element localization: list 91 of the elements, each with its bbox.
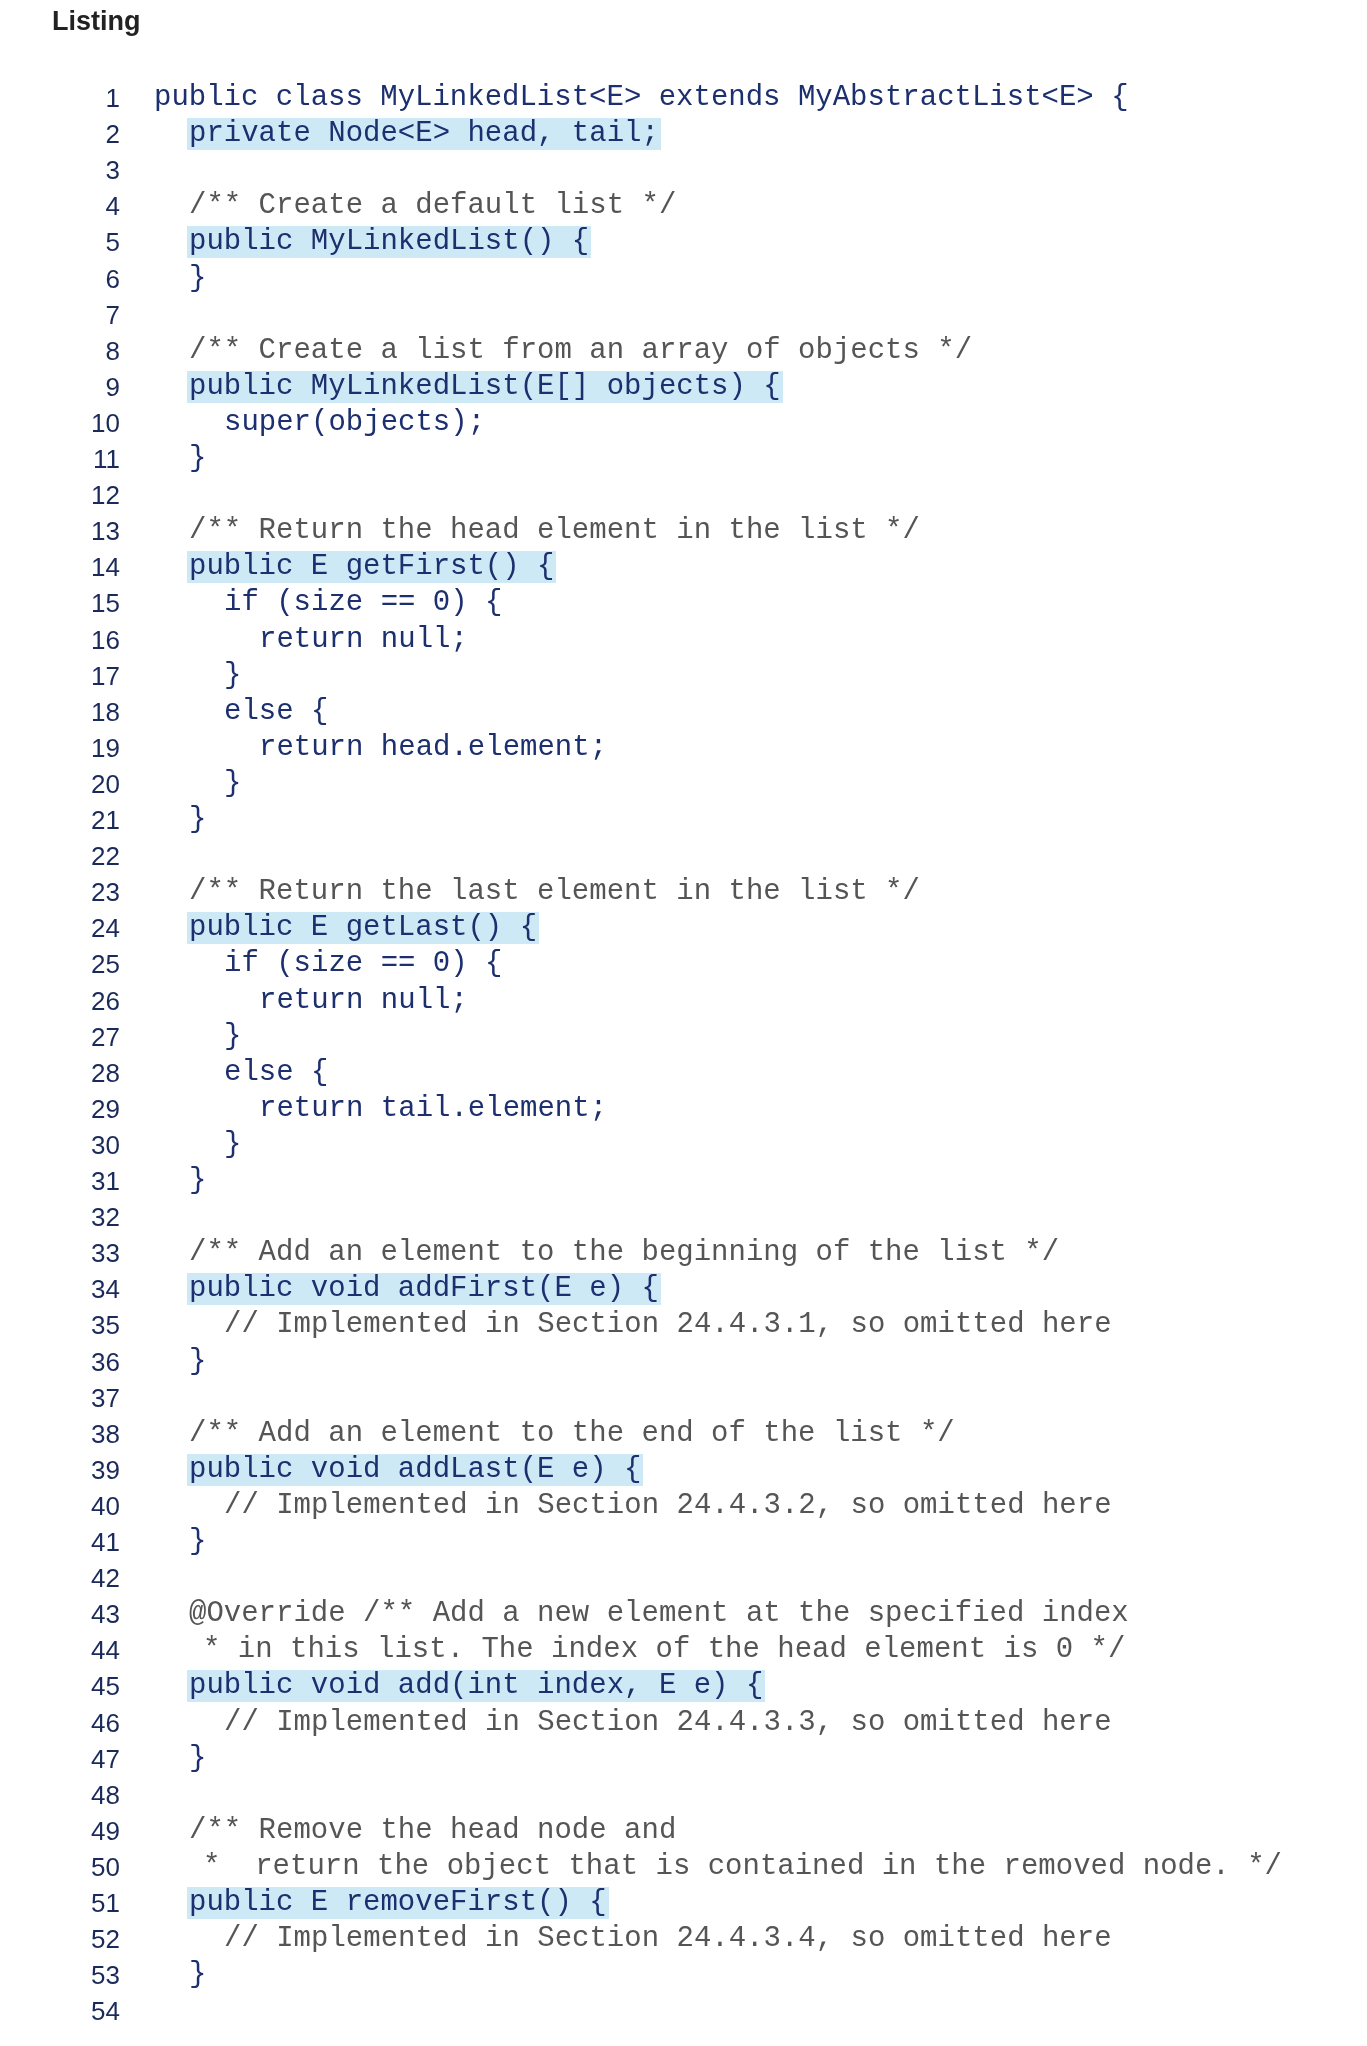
- line-number: 24: [90, 912, 120, 945]
- code-comment: // Implemented in Section 24.4.3.1, so omitted here: [223, 1309, 1113, 1342]
- line-number: 5: [104, 226, 120, 259]
- line-number: 45: [90, 1670, 120, 1703]
- code-line: super(objects);: [223, 406, 487, 439]
- line-number: 13: [90, 515, 120, 548]
- code-line: }: [223, 1020, 243, 1053]
- code-line: }: [188, 1959, 208, 1992]
- code-comment: * return the object that is contained in the removed node. */: [202, 1850, 1283, 1883]
- line-number: 40: [90, 1489, 120, 1522]
- line-number: 10: [90, 406, 120, 439]
- code-comment: /** Return the head element in the list */: [188, 515, 921, 548]
- code-comment: /** Create a default list */: [188, 190, 678, 223]
- line-number: 16: [90, 623, 120, 656]
- line-number: 9: [104, 370, 120, 403]
- line-number: 21: [90, 804, 120, 836]
- line-number: 34: [90, 1273, 120, 1306]
- line-number: 6: [104, 262, 120, 295]
- line-number: 7: [104, 298, 120, 331]
- line-number: 35: [90, 1309, 120, 1342]
- code-line: }: [188, 804, 208, 836]
- line-number: 46: [90, 1706, 120, 1739]
- line-number: 39: [90, 1453, 120, 1486]
- line-number: 32: [90, 1201, 120, 1234]
- line-number: 51: [90, 1887, 120, 1919]
- code-line: }: [188, 1526, 208, 1558]
- code-line: return head.element;: [258, 731, 609, 764]
- line-number: 14: [90, 551, 120, 584]
- line-number: 41: [90, 1526, 120, 1558]
- code-line: if (size == 0) {: [223, 948, 504, 981]
- code-line: }: [223, 659, 243, 692]
- line-number: 23: [90, 876, 120, 909]
- code-line: }: [188, 1742, 208, 1775]
- line-number: 36: [90, 1345, 120, 1378]
- code-comment: /** Add an element to the end of the list */: [188, 1417, 956, 1450]
- line-number: 28: [90, 1056, 120, 1089]
- line-number: 18: [90, 695, 120, 728]
- line-number: 50: [90, 1850, 120, 1883]
- line-number: 1: [104, 82, 120, 114]
- code-line: else {: [223, 695, 330, 728]
- line-number: 38: [90, 1417, 120, 1450]
- code-comment: /** Remove the head node and: [188, 1814, 678, 1847]
- code-line: }: [188, 1165, 208, 1197]
- line-number: 12: [90, 479, 120, 512]
- code-line: }: [188, 443, 208, 475]
- code-line: }: [223, 767, 243, 800]
- line-number: 17: [90, 659, 120, 692]
- code-line: return null;: [258, 984, 469, 1017]
- line-number: 47: [90, 1742, 120, 1775]
- code-comment: * in this list. The index of the head element is 0 */: [202, 1634, 1127, 1667]
- line-number: 19: [90, 731, 120, 764]
- line-number: 11: [92, 443, 120, 475]
- line-number: 2: [104, 118, 120, 151]
- code-comment: // Implemented in Section 24.4.3.3, so omitted here: [223, 1706, 1113, 1739]
- line-number: 30: [90, 1128, 120, 1161]
- line-number: 43: [90, 1598, 120, 1631]
- code-line: else {: [223, 1056, 330, 1089]
- code-line: }: [223, 1128, 243, 1161]
- line-number: 49: [90, 1814, 120, 1847]
- line-number: 4: [104, 190, 120, 223]
- line-number: 3: [104, 154, 120, 187]
- line-number: 25: [90, 948, 120, 981]
- code-comment: // Implemented in Section 24.4.3.4, so omitted here: [223, 1923, 1113, 1956]
- line-number: 31: [90, 1165, 120, 1197]
- code-comment: /** Create a list from an array of objects */: [188, 334, 974, 367]
- code-line: if (size == 0) {: [223, 587, 504, 620]
- code-comment: @Override /** Add a new element at the specified index: [188, 1598, 1130, 1631]
- line-number: 33: [90, 1237, 120, 1270]
- line-number: 37: [90, 1381, 120, 1414]
- listing-title: Listing: [52, 6, 141, 37]
- code-comment: /** Return the last element in the list */: [188, 876, 921, 909]
- line-number: 52: [90, 1923, 120, 1956]
- code-line: public class MyLinkedList<E> extends MyAbstractList<E> {: [153, 82, 1130, 114]
- line-number: 54: [90, 1995, 120, 2028]
- line-number: 8: [104, 334, 120, 367]
- code-line: }: [188, 262, 208, 295]
- line-number: 26: [90, 984, 120, 1017]
- code-line: return null;: [258, 623, 469, 656]
- line-number: 48: [90, 1778, 120, 1811]
- code-comment: /** Add an element to the beginning of the list */: [188, 1237, 1061, 1270]
- line-number: 53: [90, 1959, 120, 1992]
- line-number: 29: [90, 1092, 120, 1125]
- line-number: 44: [90, 1634, 120, 1667]
- code-comment: // Implemented in Section 24.4.3.2, so omitted here: [223, 1489, 1113, 1522]
- code-line: }: [188, 1345, 208, 1378]
- line-number: 20: [90, 767, 120, 800]
- line-number: 42: [90, 1562, 120, 1595]
- line-number: 15: [90, 587, 120, 620]
- code-line: return tail.element;: [258, 1092, 609, 1125]
- line-number: 22: [90, 840, 120, 873]
- line-number: 27: [90, 1020, 120, 1053]
